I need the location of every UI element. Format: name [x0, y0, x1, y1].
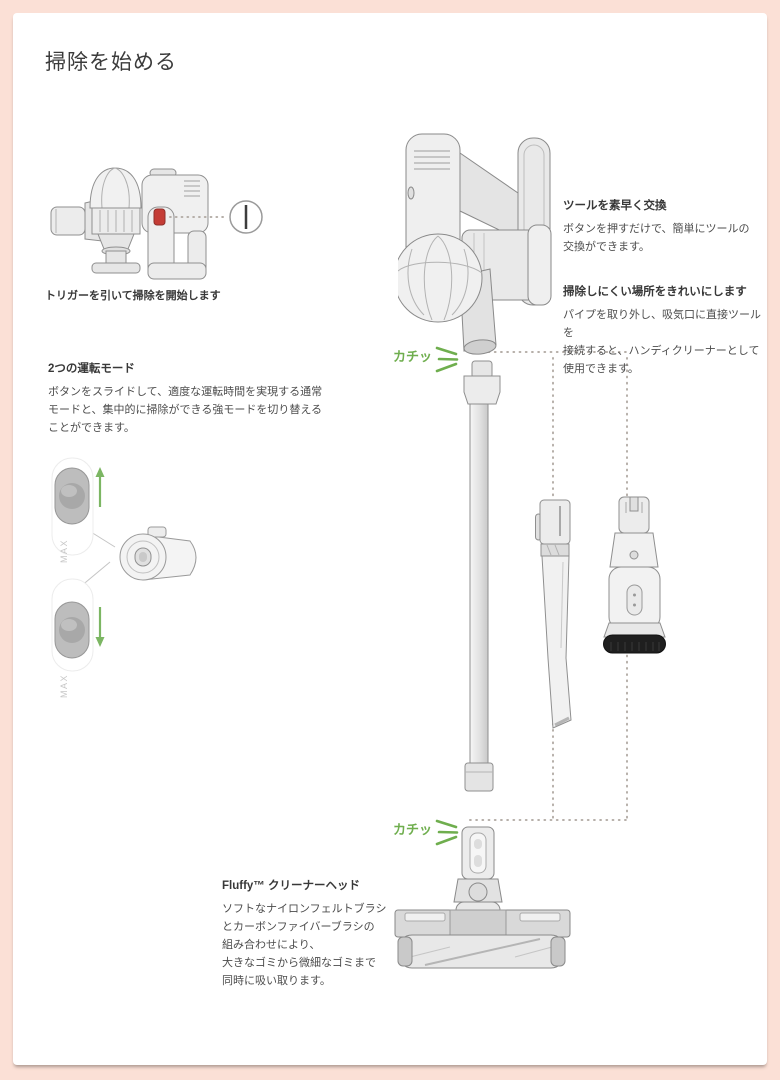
click-burst-icon	[435, 819, 459, 846]
cleaner-head-illustration	[394, 826, 571, 969]
modes-section: 2つの運転モード ボタンをスライドして、適度な運転時間を実現する通常 モードと、…	[48, 360, 322, 437]
quick-tool-body: ボタンを押すだけで、簡単にツールの 交換ができます。	[563, 223, 750, 253]
fluffy-body: ソフトなナイロンフェルトブラシ とカーボンファイバーブラシの 組み合わせにより、…	[222, 903, 387, 987]
max-label-top: MAX	[59, 538, 69, 563]
click-burst-icon	[435, 346, 459, 373]
power-mode-switch-illustration	[51, 457, 197, 672]
hard-to-reach-section: 掃除しにくい場所をきれいにします パイプを取り外し、吸気口に直接ツールを 接続す…	[563, 283, 763, 378]
arrow-up-icon	[95, 467, 105, 507]
crevice-tool-illustration	[535, 499, 572, 729]
fluffy-section: Fluffy™ クリーナーヘッド ソフトなナイロンフェルトブラシ とカーボンファ…	[222, 877, 392, 990]
wand-illustration	[463, 360, 501, 792]
modes-body: ボタンをスライドして、適度な運転時間を実現する通常 モードと、集中的に掃除ができ…	[48, 386, 323, 434]
manual-page-card: 掃除を始める	[13, 13, 767, 1065]
trigger-caption: トリガーを引いて掃除を開始します	[45, 290, 221, 302]
modes-heading: 2つの運転モード	[48, 363, 135, 375]
quick-tool-heading: ツールを素早く交換	[563, 200, 667, 212]
main-body-illustration	[398, 133, 552, 355]
click-label-upper: カチッ	[393, 346, 459, 373]
page-title: 掃除を始める	[45, 51, 177, 74]
click-label-lower: カチッ	[393, 819, 459, 846]
hard-to-reach-heading: 掃除しにくい場所をきれいにします	[563, 286, 747, 298]
arrow-down-icon	[95, 607, 105, 647]
quick-tool-section: ツールを素早く交換 ボタンを押すだけで、簡単にツールの 交換ができます。	[563, 197, 758, 256]
click-label-lower-text: カチッ	[393, 822, 433, 837]
max-label-bottom: MAX	[59, 673, 69, 698]
trigger-icon	[229, 200, 263, 234]
hard-to-reach-body: パイプを取り外し、吸気口に直接ツールを 接続すると、ハンディクリーナーとして 使…	[563, 309, 761, 375]
combination-tool-illustration	[603, 496, 666, 654]
handheld-vacuum-illustration	[50, 167, 263, 280]
click-label-upper-text: カチッ	[393, 349, 433, 364]
fluffy-heading: Fluffy™ クリーナーヘッド	[222, 880, 360, 892]
